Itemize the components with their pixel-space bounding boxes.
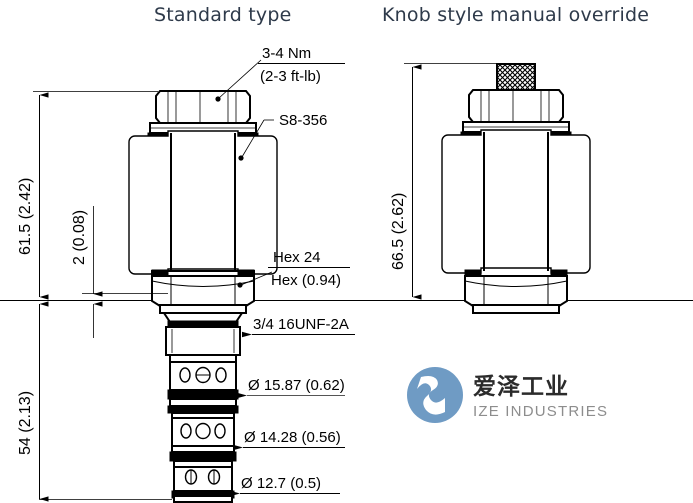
callout-thread: 3/4 16UNF-2A xyxy=(253,316,349,333)
o-ring-lower xyxy=(169,451,237,462)
dim-label-offset-small: 2 (0.08) xyxy=(71,210,88,265)
panel-title-knob: Knob style manual override xyxy=(382,4,649,26)
knob-style-assembly xyxy=(441,63,591,314)
thread-section xyxy=(165,326,241,356)
connector-nut-knob xyxy=(460,89,572,136)
dimension-lines xyxy=(33,63,498,502)
solenoid-coil-body xyxy=(128,130,278,275)
logo-name-en: IZE INDUSTRIES xyxy=(473,403,608,420)
manual-override-knob xyxy=(496,63,536,91)
connector-nut xyxy=(147,90,259,137)
callout-diameter-3: Ø 12.7 (0.5) xyxy=(241,475,321,492)
dim-label-overall-knob: 66.5 (2.62) xyxy=(390,193,407,270)
callout-leaders xyxy=(215,59,355,497)
standard-type-assembly xyxy=(128,90,278,503)
logo-mark-icon xyxy=(407,367,463,423)
solenoid-coil-body-knob xyxy=(441,129,591,274)
company-logo: 爱泽工业 IZE INDUSTRIES xyxy=(407,367,608,423)
callout-torque-imperial: (2-3 ft-lb) xyxy=(260,68,321,85)
panel-title-standard: Standard type xyxy=(154,4,292,26)
logo-name-cn: 爱泽工业 xyxy=(473,374,569,400)
port-land-bottom xyxy=(173,466,233,492)
hex-nut-knob xyxy=(464,269,568,314)
dim-label-overall-standard: 61.5 (2.42) xyxy=(17,178,34,255)
callout-torque-metric: 3-4 Nm xyxy=(262,45,311,62)
callout-hex-imperial: Hex (0.94) xyxy=(271,272,341,289)
callout-hex-metric: Hex 24 xyxy=(273,249,321,266)
callout-coil-part: S8-356 xyxy=(279,112,327,129)
valve-cartridge xyxy=(162,312,244,503)
o-ring-upper xyxy=(167,389,239,400)
dim-label-cartridge-length: 54 (2.13) xyxy=(17,391,34,455)
callout-diameter-1: Ø 15.87 (0.62) xyxy=(248,377,345,394)
callout-diameter-2: Ø 14.28 (0.56) xyxy=(244,429,341,446)
hex-nut xyxy=(151,269,255,314)
logo-glyph xyxy=(417,376,445,415)
